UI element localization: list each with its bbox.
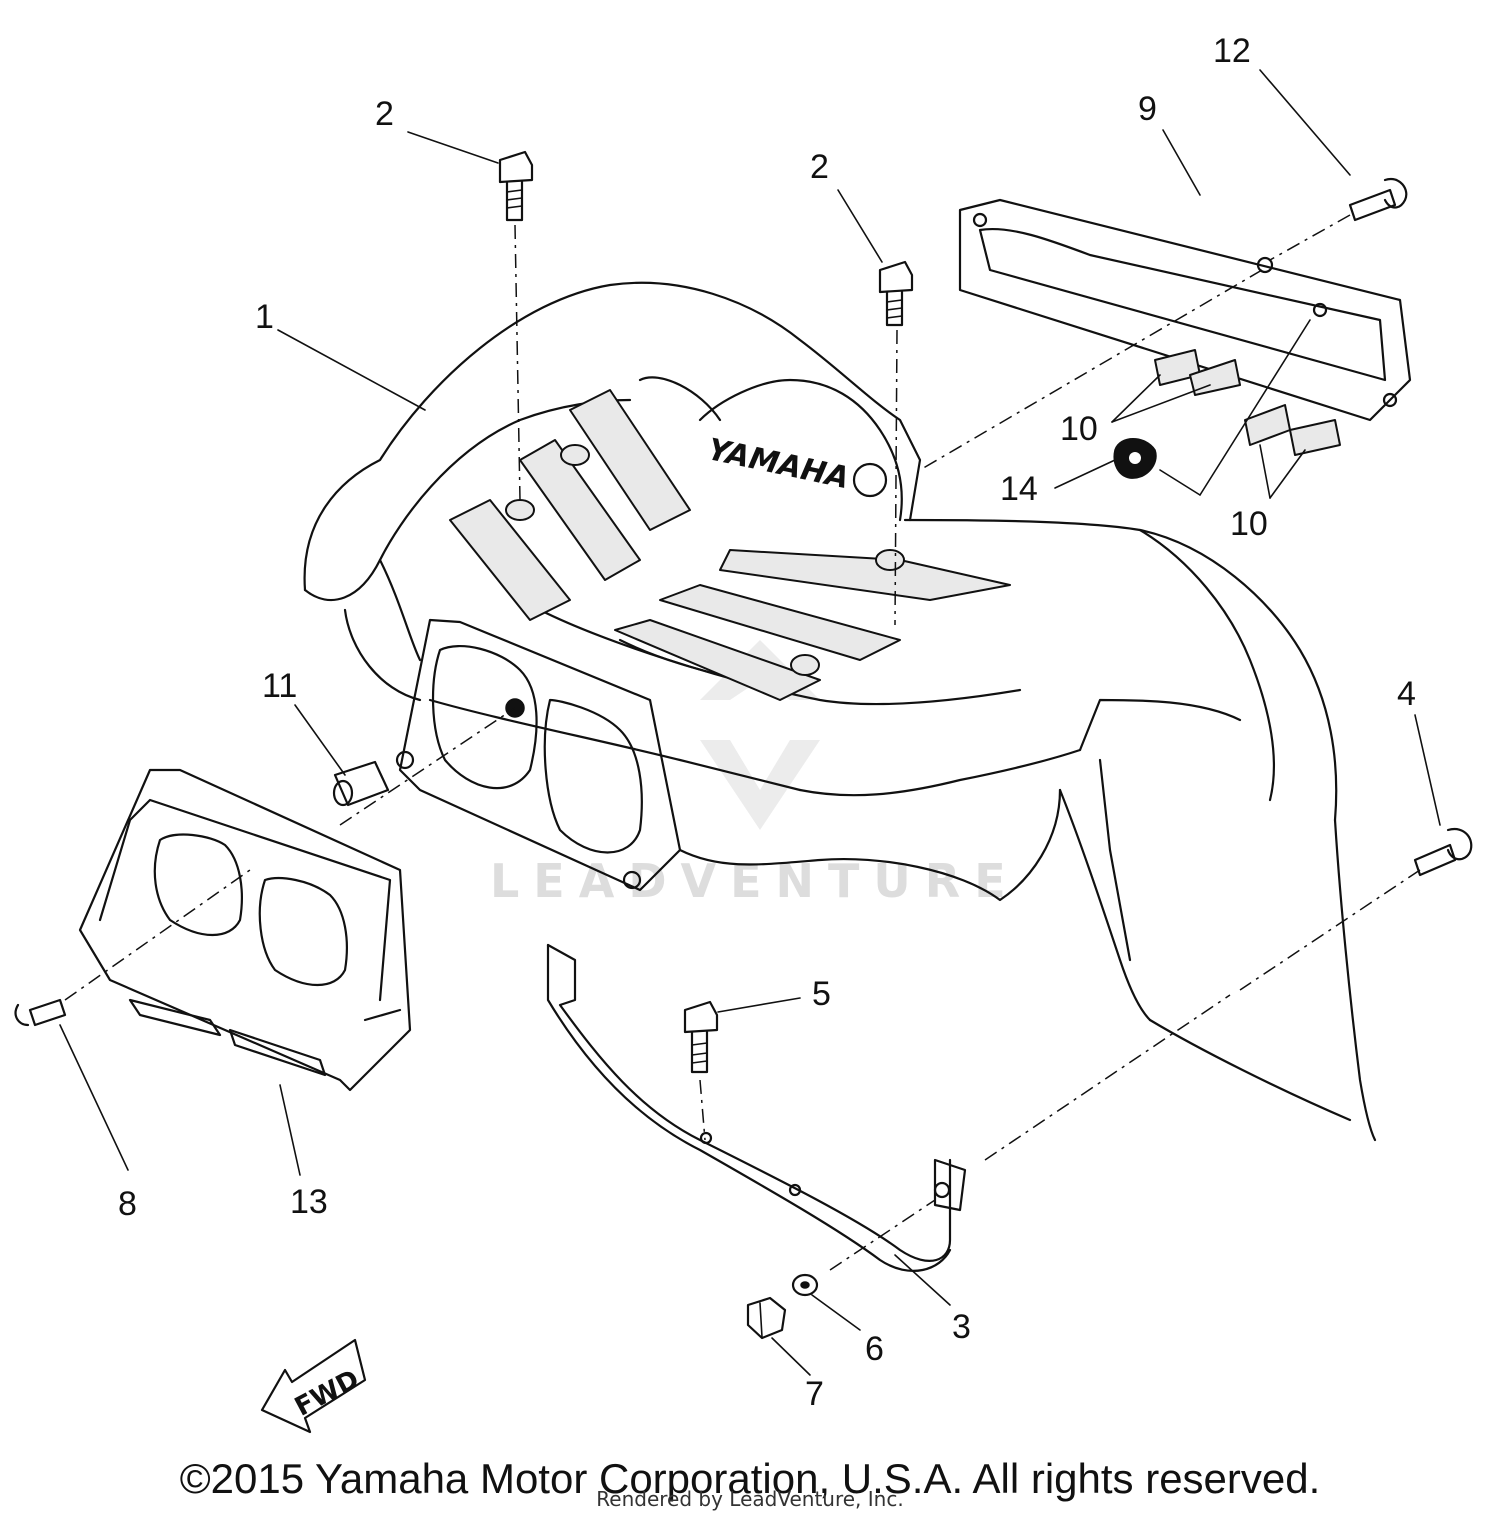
- screw-icon: [14, 998, 67, 1027]
- callout-label: 10: [1060, 410, 1098, 448]
- callout-label: 8: [118, 1185, 137, 1223]
- washer-icon: [791, 1273, 819, 1297]
- watermark: LEADVENTURE: [490, 640, 1020, 908]
- callout-label: 9: [1138, 90, 1157, 128]
- reflector-pads[interactable]: [1154, 349, 1341, 456]
- callout-label: 5: [812, 975, 831, 1013]
- nut-icon: [1113, 438, 1157, 479]
- leader-lines: [59, 69, 1441, 1376]
- callout-label: 2: [375, 95, 394, 133]
- callout-label: 14: [1000, 470, 1038, 508]
- bolt-icon: [683, 1000, 719, 1074]
- callout-label: 12: [1213, 32, 1251, 70]
- headlight-housing[interactable]: [395, 618, 682, 892]
- grommet-icon: [332, 760, 390, 807]
- callout-label: 3: [952, 1308, 971, 1346]
- screw-icon: [1413, 827, 1473, 877]
- forward-arrow-icon: FWD: [260, 1338, 367, 1434]
- callout-label: 10: [1230, 505, 1268, 543]
- bolt-icon: [878, 260, 914, 327]
- nut-icon: [746, 1296, 787, 1340]
- callout-label: 7: [805, 1375, 824, 1413]
- callout-label: 11: [262, 667, 297, 705]
- copyright-notice: ©2015 Yamaha Motor Corporation, U.S.A. A…: [179, 1455, 1321, 1502]
- bolt-icon: [498, 150, 534, 222]
- callout-label: 2: [810, 148, 829, 186]
- assembly-lines: [64, 214, 1421, 1271]
- fwd-label: FWD: [290, 1364, 364, 1422]
- stay-bracket[interactable]: [546, 943, 967, 1272]
- callout-label: 6: [865, 1330, 884, 1368]
- callout-labels: 2 2 1 12 9 10 14 10 11 4 5 6 7 3 8 13: [118, 32, 1416, 1413]
- decal-text: YAMAHA: [705, 432, 853, 496]
- fasteners: [14, 150, 1473, 1340]
- callout-label: 13: [290, 1183, 328, 1221]
- callout-label: 1: [255, 298, 274, 336]
- callout-label: 4: [1397, 675, 1416, 713]
- front-fender[interactable]: YAMAHA: [303, 281, 1377, 1142]
- rendered-by-notice: Rendered by LeadVenture, Inc.: [596, 1487, 904, 1511]
- watermark-text: LEADVENTURE: [490, 854, 1020, 908]
- headlight-bezel[interactable]: [78, 768, 412, 1092]
- screw-icon: [1348, 177, 1408, 222]
- reflector-housing[interactable]: [958, 198, 1412, 422]
